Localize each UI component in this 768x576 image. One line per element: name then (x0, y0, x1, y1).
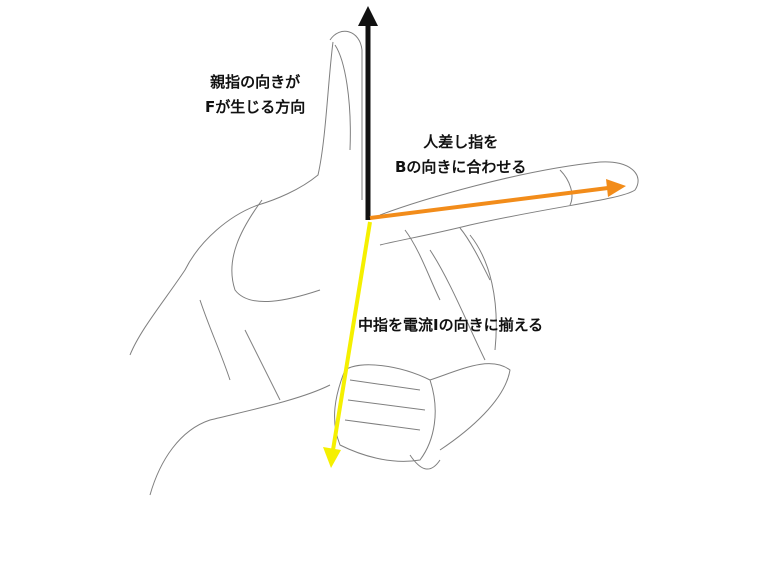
thumb-label: 親指の向きが Fが生じる方向 (205, 70, 305, 120)
index-label-line1: 人差し指を (423, 133, 499, 151)
current-arrow (323, 221, 372, 468)
force-arrow (358, 6, 378, 220)
thumb-label-line1: 親指の向きが (210, 73, 301, 91)
index-finger-label: 人差し指を Bの向きに合わせる (395, 130, 526, 180)
thumb-label-line2: Fが生じる方向 (205, 98, 306, 116)
middle-finger-label: 中指を電流Iの向きに揃える (358, 316, 544, 334)
hand-sketch (129, 30, 639, 496)
index-label-line2: Bの向きに合わせる (395, 158, 527, 176)
magnetic-field-arrow (369, 179, 626, 220)
